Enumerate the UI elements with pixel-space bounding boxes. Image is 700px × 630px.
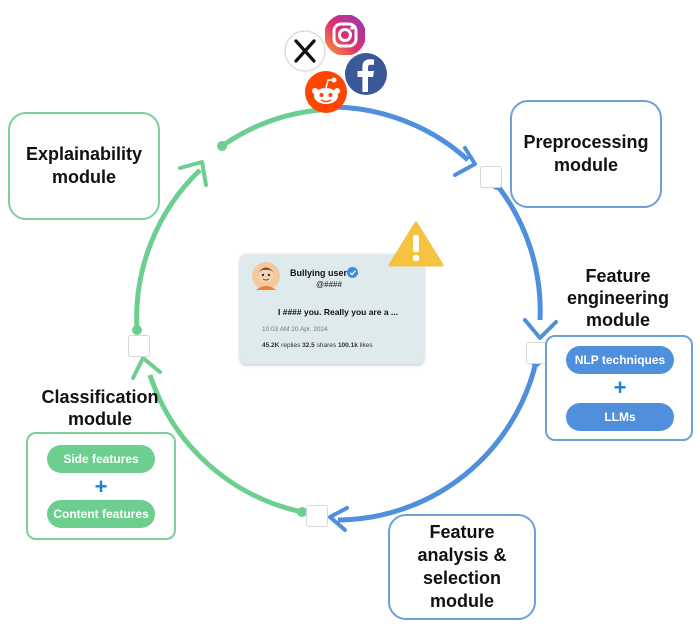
llms-pill: LLMs	[566, 403, 674, 431]
feature-analysis-title-line1: Feature	[429, 522, 495, 542]
content-features-pill: Content features	[47, 500, 155, 528]
likes-label: likes	[359, 342, 373, 349]
shares-count: 32.5	[302, 342, 315, 349]
replies-count: 45.2K	[262, 342, 280, 349]
x-icon	[284, 30, 326, 72]
connector-preprocessing	[480, 166, 502, 188]
facebook-icon	[345, 53, 387, 95]
connector-classification	[128, 335, 150, 357]
tweet-username: Bullying user	[290, 268, 348, 278]
likes-count: 100.1k	[337, 342, 358, 349]
node-classification	[132, 325, 142, 335]
classification-plus: +	[94, 474, 108, 499]
arrow-head-preprocessing	[453, 146, 477, 177]
classification-title: Classification module	[30, 386, 170, 430]
feature-analysis-title-line3: selection	[422, 568, 502, 588]
arc-explainability-top	[220, 107, 321, 149]
explainability-module-box: Explainability module	[8, 112, 160, 220]
shares-label: shares	[316, 342, 337, 349]
feature-engineering-title: Feature engineering module	[548, 265, 688, 331]
tweet-text: I #### you. Really you are a ...	[278, 307, 399, 317]
explainability-title-line1: Explainability	[25, 144, 143, 164]
preprocessing-module-box: Preprocessing module	[510, 100, 662, 208]
feature-analysis-title-line4: module	[429, 591, 494, 611]
tweet-handle: @####	[316, 280, 342, 289]
instagram-icon	[325, 15, 365, 55]
node-explainability	[217, 141, 227, 151]
user-avatar	[252, 262, 280, 290]
preprocessing-title-line2: module	[553, 155, 618, 175]
warning-icon	[388, 221, 444, 267]
connector-analysis	[306, 505, 328, 527]
feature-engineering-title-line3: module	[585, 310, 650, 330]
node-analysis	[297, 507, 307, 517]
feature-engineering-title-line2: engineering	[566, 288, 669, 308]
replies-label: replies	[281, 342, 301, 349]
arc-analysis-to-classification	[147, 374, 303, 515]
arc-preprocessing-to-engineering	[495, 183, 543, 321]
arc-top-to-preprocessing	[334, 104, 470, 162]
feature-analysis-title-line2: analysis &	[417, 545, 507, 565]
explainability-title-line2: module	[51, 167, 116, 187]
bullying-tweet-card: Bullying user @#### I #### you. Really y…	[240, 254, 424, 364]
engineering-plus: +	[613, 375, 627, 400]
arrow-head-explainability	[178, 160, 208, 187]
verified-badge-icon	[347, 267, 358, 278]
side-features-pill: Side features	[47, 445, 155, 473]
feature-analysis-module-box: Feature analysis & selection module	[388, 514, 536, 620]
arrow-head-engineering	[523, 318, 558, 340]
nlp-techniques-pill: NLP techniques	[566, 346, 674, 374]
feature-engineering-title-line1: Feature	[585, 266, 651, 286]
preprocessing-title-line1: Preprocessing	[523, 132, 649, 152]
classification-title-line1: Classification	[41, 387, 159, 407]
arc-engineering-to-analysis	[337, 361, 539, 523]
tweet-timestamp: 10:03 AM 20 Apr, 2024	[262, 326, 328, 333]
arc-classification-to-explainability	[134, 168, 202, 331]
arrow-head-analysis	[328, 506, 349, 532]
reddit-icon	[305, 71, 347, 113]
arrow-head-classification	[131, 356, 162, 380]
tweet-stats: 45.2K replies 32.5 shares 100.1k likes	[262, 342, 373, 349]
classification-title-line2: module	[67, 409, 132, 429]
